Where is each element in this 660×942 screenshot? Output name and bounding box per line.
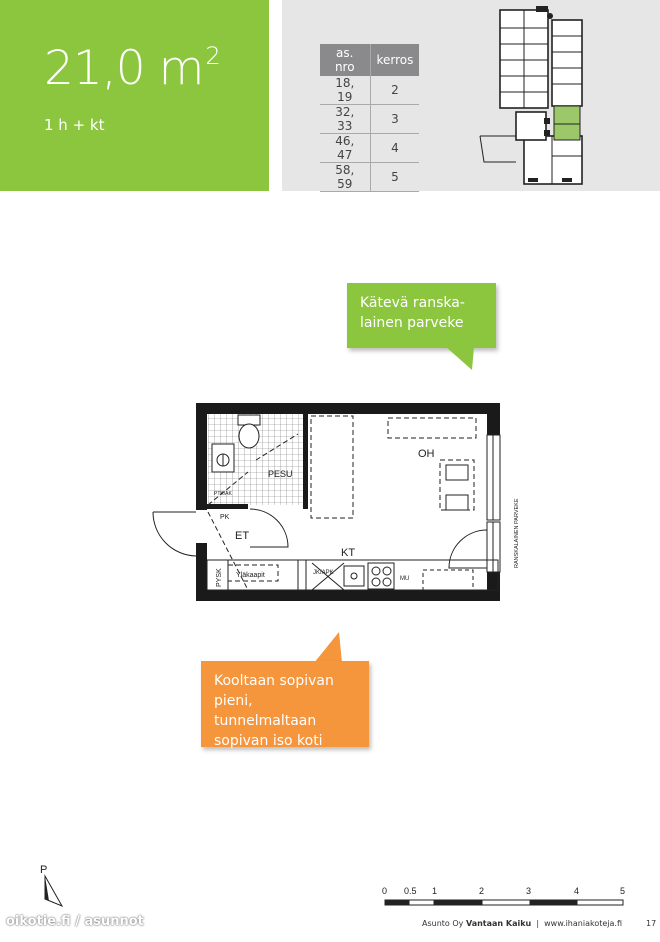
size-callout: Kooltaan sopivan pieni, tunnelmaltaan so… xyxy=(201,661,369,749)
floor-number: 3 xyxy=(370,104,420,134)
floor-plan: OH KT ET PESU PK PTK/AK Yläkaapit JK/APK… xyxy=(152,403,520,601)
size-callout-pointer xyxy=(314,632,342,663)
balcony-callout: Kätevä ranska- lainen parveke xyxy=(347,283,496,348)
floor-number: 4 xyxy=(370,133,420,163)
floor-number: 5 xyxy=(370,162,420,192)
label-wall-cabinets: Yläkaapit xyxy=(236,572,265,579)
scale-tick: 3 xyxy=(526,886,531,896)
area-panel: 21,0 m2 1 h + kt xyxy=(0,0,269,191)
label-pk: PK xyxy=(220,514,230,521)
scale-tick: 4 xyxy=(574,886,579,896)
header-apartment-number: as. nro xyxy=(320,44,371,76)
apartment-numbers: 46, 47 xyxy=(320,133,371,163)
header-floor: kerros xyxy=(370,44,420,76)
room-type: 1 h + kt xyxy=(44,116,105,134)
north-arrow-icon: P xyxy=(40,864,64,908)
label-microwave: MU xyxy=(400,576,409,582)
scale-tick: 1 xyxy=(432,886,437,896)
apartment-numbers: 58, 59 xyxy=(320,162,371,192)
apartment-numbers: 32, 33 xyxy=(320,104,371,134)
label-bathroom: PESU xyxy=(268,469,293,479)
footer-company: Asunto Oy Vantaan Kaiku | www.ihaniakote… xyxy=(422,919,622,928)
scale-tick: 5 xyxy=(620,886,625,896)
scale-tick: 0.5 xyxy=(404,886,417,896)
label-kitchen: KT xyxy=(341,547,355,559)
scale-tick: 2 xyxy=(479,886,484,896)
balcony-callout-pointer xyxy=(446,347,474,370)
watermark: oikotie.fi / asunnot xyxy=(6,914,144,929)
label-entrance: ET xyxy=(235,530,249,542)
label-ptk: PTK/AK xyxy=(214,491,232,497)
scale-tick: 0 xyxy=(382,886,387,896)
website-link[interactable]: www.ihaniakoteja.fi xyxy=(544,919,622,928)
label-french-balcony: RANSKALAINEN PARVEKE xyxy=(514,498,520,568)
table-header-row: as. nro kerros xyxy=(320,44,420,76)
page-number: 17 xyxy=(646,919,657,928)
apartment-area: 21,0 m2 xyxy=(44,41,221,96)
label-living-room: OH xyxy=(418,448,435,460)
apartment-numbers: 18, 19 xyxy=(320,76,371,105)
scale-bar: 0 0.5 1 2 3 4 5 xyxy=(382,886,625,906)
label-pysk: PYSK xyxy=(216,568,223,587)
floor-number: 2 xyxy=(370,76,420,105)
compass-letter: P xyxy=(40,864,47,876)
label-fridge-freezer: JK/APK xyxy=(313,570,334,576)
building-key-plan xyxy=(479,6,583,185)
